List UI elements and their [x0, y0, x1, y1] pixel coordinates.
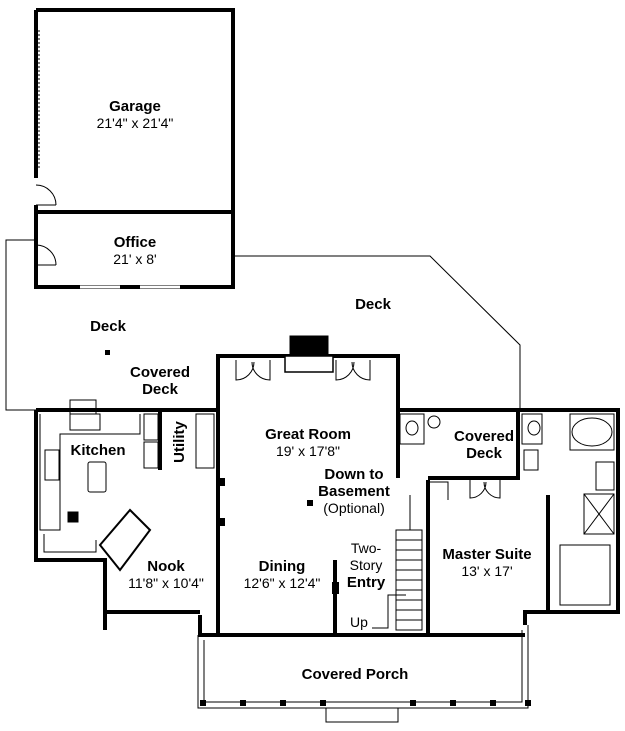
nook-dims: 11'8" x 10'4" — [128, 575, 204, 591]
covered-deck-left-line1: Covered — [129, 364, 191, 381]
deck-right-label: Deck — [355, 296, 391, 313]
nook-name: Nook — [147, 558, 185, 575]
covered-deck-left-label: Covered Deck — [118, 364, 202, 398]
down-basement-line3: (Optional) — [323, 500, 385, 516]
entry-line2: Story — [349, 557, 383, 573]
deck-left-label: Deck — [90, 318, 126, 335]
covered-deck-right-line2: Deck — [466, 445, 502, 462]
posts — [105, 350, 531, 706]
office-name: Office — [113, 234, 157, 251]
kitchen-name: Kitchen — [70, 442, 126, 459]
bath-fixtures — [399, 413, 615, 606]
covered-porch-label: Covered Porch — [290, 666, 420, 683]
utility-fixtures — [143, 413, 215, 469]
stair-up-label: Up — [350, 614, 368, 630]
great-room-dims: 19' x 17'8" — [275, 443, 341, 459]
utility-name: Utility — [171, 421, 188, 463]
covered-deck-right-line1: Covered — [453, 428, 515, 445]
covered-deck-left-line2: Deck — [142, 381, 178, 398]
master-suite-dims: 13' x 17' — [461, 563, 513, 579]
garage-name: Garage — [109, 98, 161, 115]
dining-dims: 12'6" x 12'4" — [243, 575, 321, 591]
master-doors — [430, 480, 501, 500]
garage-label: Garage 21'4" x 21'4" — [80, 98, 190, 132]
entry-line1: Two- — [350, 540, 382, 556]
master-suite-label: Master Suite 13' x 17' — [432, 546, 542, 580]
nook-label: Nook 11'8" x 10'4" — [116, 558, 216, 592]
porch-outline — [197, 625, 529, 723]
kitchen-counters — [39, 399, 141, 553]
down-basement-label: Down to Basement (Optional) — [306, 466, 402, 517]
office-label: Office 21' x 8' — [90, 234, 180, 268]
down-basement-line1: Down to — [324, 466, 384, 483]
utility-label: Utility — [171, 407, 188, 477]
down-basement-line2: Basement — [318, 483, 390, 500]
nook-angled-wall — [98, 508, 152, 572]
great-room-name: Great Room — [265, 426, 351, 443]
kitchen-label: Kitchen — [60, 442, 136, 459]
dining-name: Dining — [258, 558, 306, 575]
office-dims: 21' x 8' — [113, 251, 157, 267]
great-room-doors — [235, 360, 371, 381]
office-walls — [34, 210, 235, 289]
dining-label: Dining 12'6" x 12'4" — [232, 558, 332, 592]
master-suite-name: Master Suite — [442, 546, 532, 563]
garage-dims: 21'4" x 21'4" — [96, 115, 174, 131]
covered-porch-name: Covered Porch — [301, 666, 409, 683]
office-door — [35, 244, 57, 266]
entry-label: Two- Story Entry — [338, 540, 394, 591]
deck-outline — [5, 239, 521, 411]
garage-side-door — [35, 184, 57, 206]
covered-deck-right-label: Covered Deck — [443, 428, 525, 462]
great-room-label: Great Room 19' x 17'8" — [248, 426, 368, 460]
stairs — [372, 495, 423, 631]
entry-line3: Entry — [346, 574, 386, 591]
fireplace — [284, 335, 334, 373]
house-walls — [34, 354, 620, 637]
